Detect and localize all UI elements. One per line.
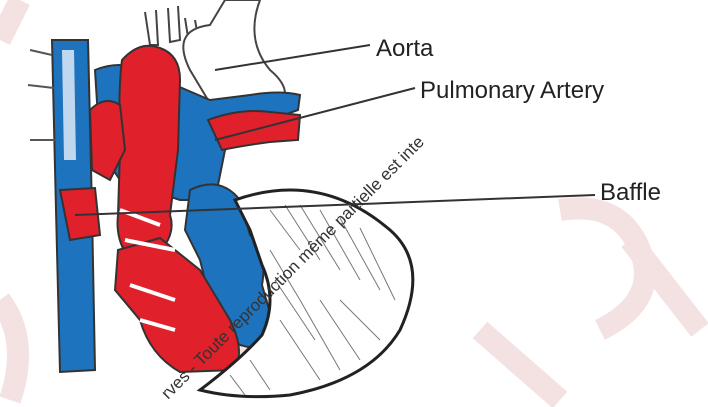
baffle-label: Baffle [600, 179, 661, 206]
aorta-label: Aorta [376, 35, 434, 62]
watermark-shape [480, 330, 560, 400]
watermark-shape [0, 300, 18, 400]
pulmonary-artery-label: Pulmonary Artery [420, 77, 604, 104]
watermark-shape [560, 208, 645, 330]
aorta-vessel [118, 46, 181, 260]
watermark-shape [0, 0, 20, 40]
vena-cava-highlight [62, 50, 76, 160]
left-vessel-stub [30, 50, 52, 55]
left-vessel-stub [28, 85, 54, 88]
